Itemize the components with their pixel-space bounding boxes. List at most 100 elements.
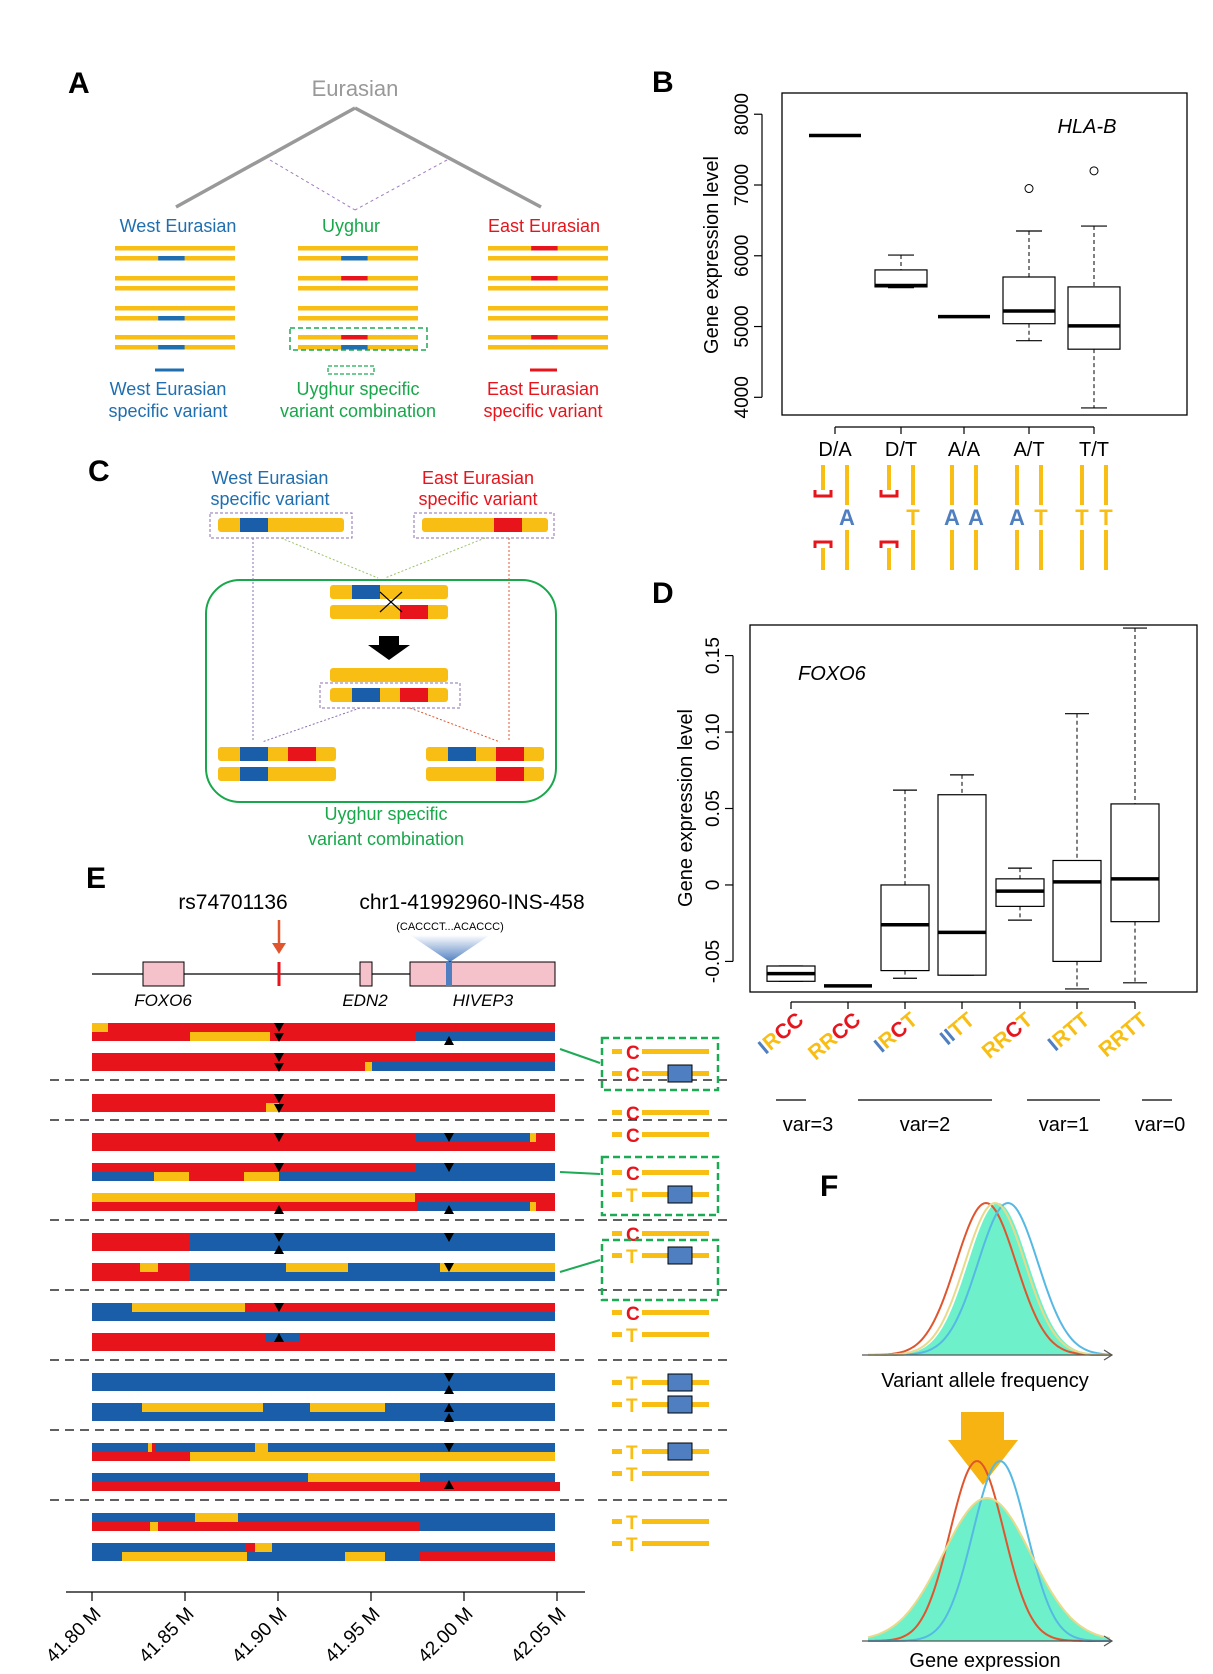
allele-letter: C xyxy=(626,1304,640,1325)
uyghur-legend-line2: variant combination xyxy=(280,401,436,421)
haplotype-segment xyxy=(195,1513,238,1522)
variant-marker-up xyxy=(444,1480,454,1489)
c-east-variant xyxy=(400,688,428,702)
panel-letter-e: E xyxy=(86,862,106,895)
insertion-fan xyxy=(410,935,490,962)
panel-b: HLA-B Gene expression level 400050006000… xyxy=(701,92,1188,570)
haplotype-segment xyxy=(92,1202,417,1211)
d-ytick-label: 0.15 xyxy=(703,637,724,674)
foxo6-gene-label: FOXO6 xyxy=(798,663,867,685)
east-eurasian-label: East Eurasian xyxy=(488,216,600,236)
allele-letter: T xyxy=(626,1513,638,1534)
d-group-label: var=2 xyxy=(900,1114,951,1136)
d-box xyxy=(1052,859,1102,963)
c-chromosome xyxy=(330,605,448,619)
west-variant-mark xyxy=(341,256,368,261)
b-ytick-label: 5000 xyxy=(732,305,753,347)
haplotype-segment xyxy=(365,1333,555,1342)
panel-letter-c: C xyxy=(88,455,110,488)
c-chromosome xyxy=(218,518,344,532)
plot-b-boxes xyxy=(809,133,1121,409)
f-top-density-fill xyxy=(868,1203,1110,1355)
haplotype-segment xyxy=(286,1263,348,1272)
d-xtick-label: IRCC xyxy=(754,1008,808,1059)
haplotype-segment xyxy=(155,1443,255,1452)
plot-b-frame xyxy=(781,92,1188,416)
haplotype-segment xyxy=(158,1522,162,1531)
snp-label: rs74701136 xyxy=(178,891,287,914)
east-variant-mark xyxy=(531,335,558,340)
snp-arrow-head xyxy=(272,943,286,954)
allele-strand-left xyxy=(612,1110,622,1115)
variant-marker-down xyxy=(444,1263,454,1272)
haplotype-segment xyxy=(92,1172,154,1181)
allele-strand-right xyxy=(642,1110,709,1115)
uyghur-label: Uyghur xyxy=(322,216,380,236)
chromosome-strand xyxy=(488,286,608,291)
b-ytick-label: 7000 xyxy=(732,164,753,206)
c-bottom-line1: Uyghur specific xyxy=(324,804,447,824)
west-variant-mark xyxy=(341,345,368,350)
west-variant-mark xyxy=(158,345,185,350)
haplotype-segment xyxy=(416,1163,555,1172)
west-eurasian-label: West Eurasian xyxy=(120,216,237,236)
allele-letter: T xyxy=(626,1535,638,1556)
chromosome-strand xyxy=(488,256,608,261)
b-xtick-label: D/A xyxy=(818,439,852,461)
allele-strand-right xyxy=(642,1231,709,1236)
gene-label-foxo6: FOXO6 xyxy=(134,991,192,1010)
haplotype-segment xyxy=(189,1172,244,1181)
b-xtick-label: D/T xyxy=(885,439,917,461)
haplotype-segment xyxy=(190,1233,555,1242)
c-chromosome xyxy=(426,747,544,761)
c-east-variant xyxy=(494,518,522,532)
chromosome-strand xyxy=(488,345,608,350)
c-chromosome xyxy=(330,688,448,702)
east-variant-mark xyxy=(531,276,558,281)
allele-strand-right xyxy=(642,1049,709,1054)
variant-marker-down xyxy=(274,1094,284,1103)
haplotype-segment xyxy=(415,1193,555,1202)
allele-strand-left xyxy=(612,1402,622,1407)
haplotype-segment xyxy=(148,1443,152,1452)
variant-marker-down xyxy=(274,1033,284,1042)
haplotype-segment xyxy=(190,1482,560,1491)
insertion-box xyxy=(667,1373,693,1392)
haplotype-segment xyxy=(150,1522,158,1531)
haplotype-segment xyxy=(420,1473,555,1482)
c-west-variant xyxy=(352,688,380,702)
f-bottom-curve-yellow xyxy=(867,1497,1111,1640)
haplotype-segment xyxy=(190,1452,555,1461)
uyghur-combination-highlight xyxy=(600,1155,720,1217)
d-xtick-label: IITT xyxy=(936,1008,980,1050)
insertion-sequence: (CACCCT...ACACCC) xyxy=(396,921,504,933)
haplotype-segment xyxy=(108,1023,555,1032)
d-ytick-label: 0.05 xyxy=(703,790,724,827)
haplotype-segment xyxy=(92,1312,555,1321)
chromosome-strand xyxy=(298,246,418,251)
chromosome-strand xyxy=(115,246,235,251)
b-deletion-bracket xyxy=(813,490,833,498)
b-allele-letter: A xyxy=(968,505,984,530)
haplotype-segment xyxy=(255,1543,272,1552)
b-allele-letter: T xyxy=(1034,505,1048,530)
b-allele-letter: A xyxy=(1009,505,1025,530)
haplotype-segment xyxy=(162,1522,420,1531)
insertion-label: chr1-41992960-INS-458 xyxy=(359,891,584,914)
haplotype-segment xyxy=(92,1062,365,1071)
b-allele-letter: T xyxy=(1075,505,1089,530)
c-recombinant-box xyxy=(319,682,461,709)
panel-c: West Eurasian specific variant East Eura… xyxy=(205,468,557,849)
haplotype-segment xyxy=(92,1163,416,1172)
allele-strand-left xyxy=(612,1192,622,1197)
allele-letter: C xyxy=(626,1164,640,1185)
f-top-curve-red xyxy=(868,1201,1110,1356)
c-east-variant xyxy=(496,767,524,781)
haplotype-segment xyxy=(92,1032,190,1041)
chromosome-strand xyxy=(298,286,418,291)
eurasian-root-label: Eurasian xyxy=(312,76,399,101)
genomic-axis-tick-label: 41.80 M xyxy=(42,1604,105,1667)
